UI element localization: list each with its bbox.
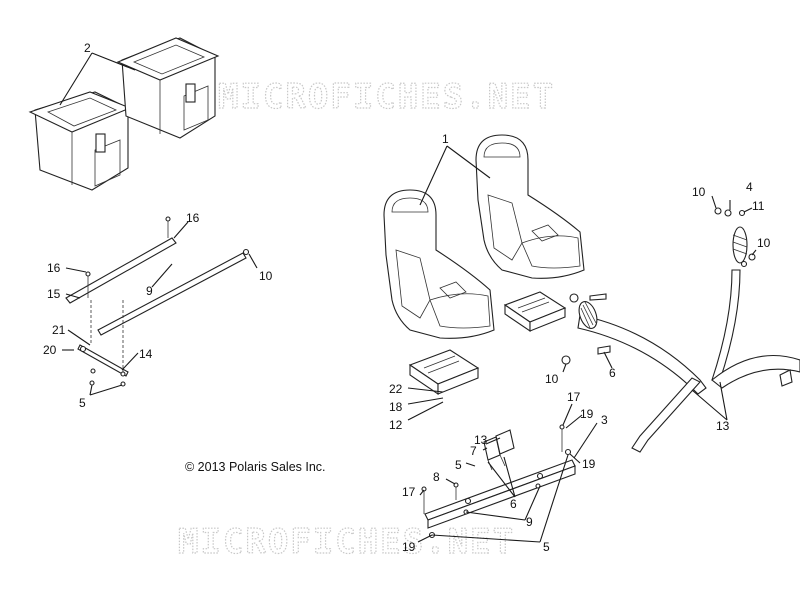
leader-15 [65,293,81,299]
callout-5-mid: 5 [455,458,462,472]
leader-5-left [89,384,123,396]
callout-12: 12 [389,418,403,432]
leader-16a [173,221,189,239]
callout-15: 15 [47,287,61,301]
leader-5-bottom [431,454,569,543]
callout-17-left: 17 [402,485,416,499]
callout-10-r: 10 [757,236,771,250]
callout-5-bottom: 5 [543,540,550,554]
callout-18: 18 [389,400,403,414]
leader-9-left [151,263,173,288]
leader-13-right [691,381,728,421]
leader-14 [121,352,139,371]
leader-5-mid [465,462,476,467]
leader-1 [419,145,491,206]
callout-11: 11 [752,199,765,213]
storage-box-right [116,37,220,139]
callout-9-left: 9 [146,284,153,298]
leader-11 [743,207,753,213]
callout-9-right: 9 [526,515,533,529]
leader-22 [407,387,444,393]
leader-9-right [465,485,541,521]
leader-13-buckle [485,437,501,445]
callout-21: 21 [52,323,66,337]
callout-10-mid: 10 [545,372,559,386]
callout-10-left: 10 [259,269,273,283]
seat-belt-assembly [561,207,800,453]
leader-19-right [569,453,581,464]
callout-2: 2 [84,41,91,55]
callout-14: 14 [139,347,153,361]
callout-20: 20 [43,343,57,357]
callout-8: 8 [433,470,440,484]
leader-19-bottom [417,534,433,543]
callout-4: 4 [746,180,753,194]
leader-2 [59,52,136,106]
leader-12 [407,401,444,421]
leader-21 [67,329,91,346]
callout-5-left: 5 [79,396,86,410]
callout-1: 1 [442,132,449,146]
callout-19-top: 19 [580,407,594,421]
leader-8 [445,478,456,485]
callout-17-top: 17 [567,390,581,404]
leader-3 [573,422,598,459]
leader-10-rt [711,195,717,209]
callout-22: 22 [389,382,403,396]
callout-19-bottom: 19 [402,540,416,554]
leader-6-bottom [487,456,516,498]
callout-7: 7 [470,444,477,458]
seat-module-lower [408,349,480,396]
lower-bar-assembly [421,424,576,539]
watermark-top: MICROFICHES.NET [218,77,555,117]
seat-module-upper [503,291,567,333]
leader-17-left [419,489,425,496]
leader-19-top [565,414,583,429]
leader-18 [407,397,444,405]
callout-13-buckle: 13 [474,433,488,447]
seat-right [475,134,585,279]
callout-16a: 16 [186,211,200,225]
leader-16b [65,267,87,273]
leader-7 [482,447,488,451]
leader-10-r [751,249,757,256]
leader-10-mid [562,363,567,373]
seat-left [383,189,495,339]
copyright-notice: © 2013 Polaris Sales Inc. [185,460,326,474]
callout-19-right: 19 [582,457,596,471]
watermark-bottom: MICROFICHES.NET [178,522,515,562]
left-frame-assembly [65,216,250,387]
callout-16b: 16 [47,261,61,275]
leader-17-top [562,403,573,426]
leader-6-right [603,351,613,369]
callout-13-right: 13 [716,419,730,433]
storage-box-left [28,91,132,191]
callout-6-bottom: 6 [510,497,517,511]
leader-10-left [248,253,258,269]
callout-3: 3 [601,413,608,427]
callout-10-rt: 10 [692,185,706,199]
callout-6-right: 6 [609,366,616,380]
